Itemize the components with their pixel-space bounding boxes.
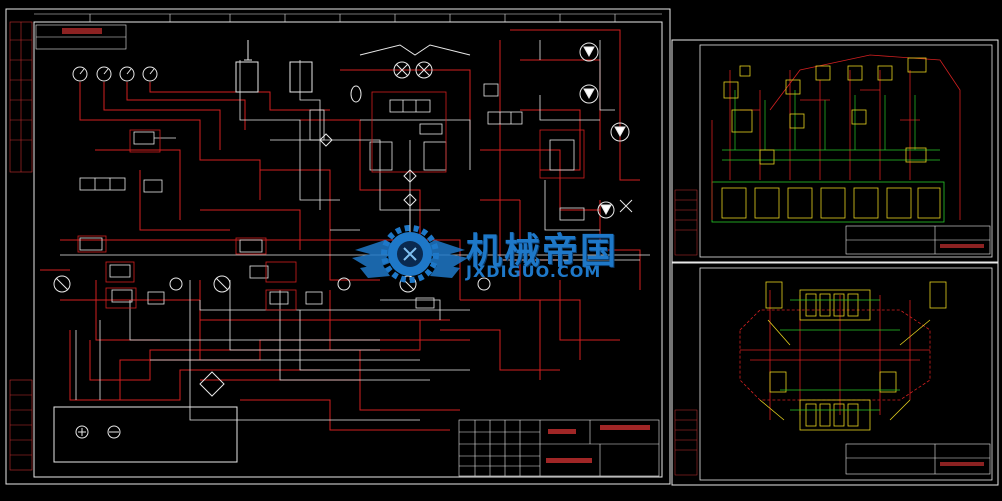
accumulator-icon	[199, 40, 362, 397]
title-block	[458, 419, 660, 477]
main-sheet-inner-frame	[33, 21, 663, 478]
fan-icon	[359, 44, 633, 213]
motor-icon	[579, 42, 630, 219]
gear-logo-icon	[352, 225, 468, 283]
oil-tank	[53, 406, 238, 463]
left-revision-strip	[9, 21, 33, 471]
watermark-brand-en: JXDIGUO.COM	[466, 262, 602, 281]
main-sheet-border	[5, 8, 671, 485]
watermark-brand-cn: 机械帝国	[466, 231, 619, 272]
pipe-lines-white	[60, 40, 650, 421]
lower-right-sheet	[671, 262, 999, 486]
upper-right-sheet	[671, 39, 999, 263]
main-sheet	[5, 8, 671, 485]
zone-ticks-top	[34, 13, 662, 22]
gauge-icon	[72, 66, 158, 82]
